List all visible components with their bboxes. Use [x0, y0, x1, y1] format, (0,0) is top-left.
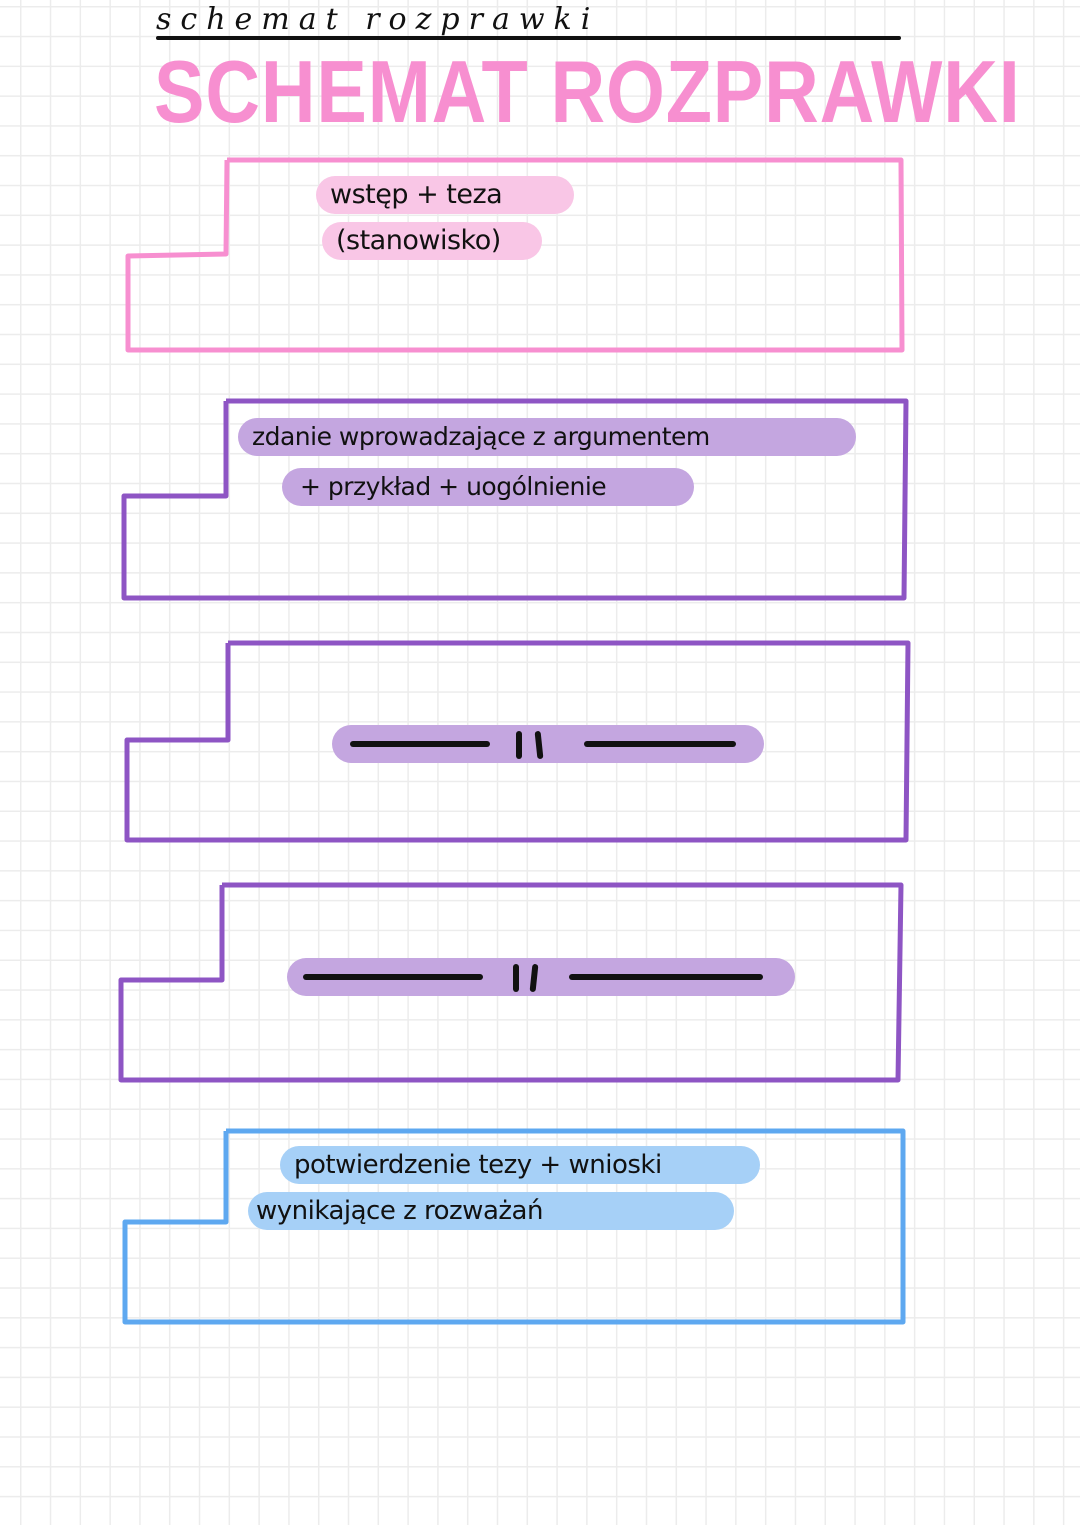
- ditto-mark: [516, 731, 522, 759]
- ditto-dash-left: [350, 741, 490, 747]
- argument-1-line-2: + przykład + uogólnienie: [282, 468, 694, 506]
- frame-intro: [125, 157, 905, 353]
- page-title: schemat rozprawki SCHEMAT ROZPRAWKI: [150, 2, 1020, 142]
- conclusion-line-2: wynikające z rozważań: [248, 1192, 734, 1230]
- frame-argument-1: [121, 398, 909, 601]
- ditto-dash-right: [584, 741, 736, 747]
- ditto-mark: [513, 964, 519, 992]
- ditto-mark: [534, 730, 544, 760]
- intro-line-2: (stanowisko): [322, 222, 542, 260]
- argument-1-line-1: zdanie wprowadzające z argumentem: [238, 418, 856, 456]
- conclusion-line-1: potwierdzenie tezy + wnioski: [280, 1146, 760, 1184]
- intro-line-1: wstęp + teza: [316, 176, 574, 214]
- frame-conclusion: [122, 1128, 906, 1325]
- argument-2-placeholder: [332, 725, 764, 763]
- title-underline: [156, 36, 901, 40]
- frame-argument-2: [124, 640, 911, 843]
- title-heading: SCHEMAT ROZPRAWKI: [154, 42, 1021, 141]
- ditto-dash-right: [569, 974, 763, 980]
- ditto-dash-left: [303, 974, 483, 980]
- argument-3-placeholder: [287, 958, 795, 996]
- title-script-overlay: schemat rozprawki: [156, 2, 600, 37]
- frame-argument-3: [118, 882, 904, 1083]
- ditto-mark: [529, 963, 539, 993]
